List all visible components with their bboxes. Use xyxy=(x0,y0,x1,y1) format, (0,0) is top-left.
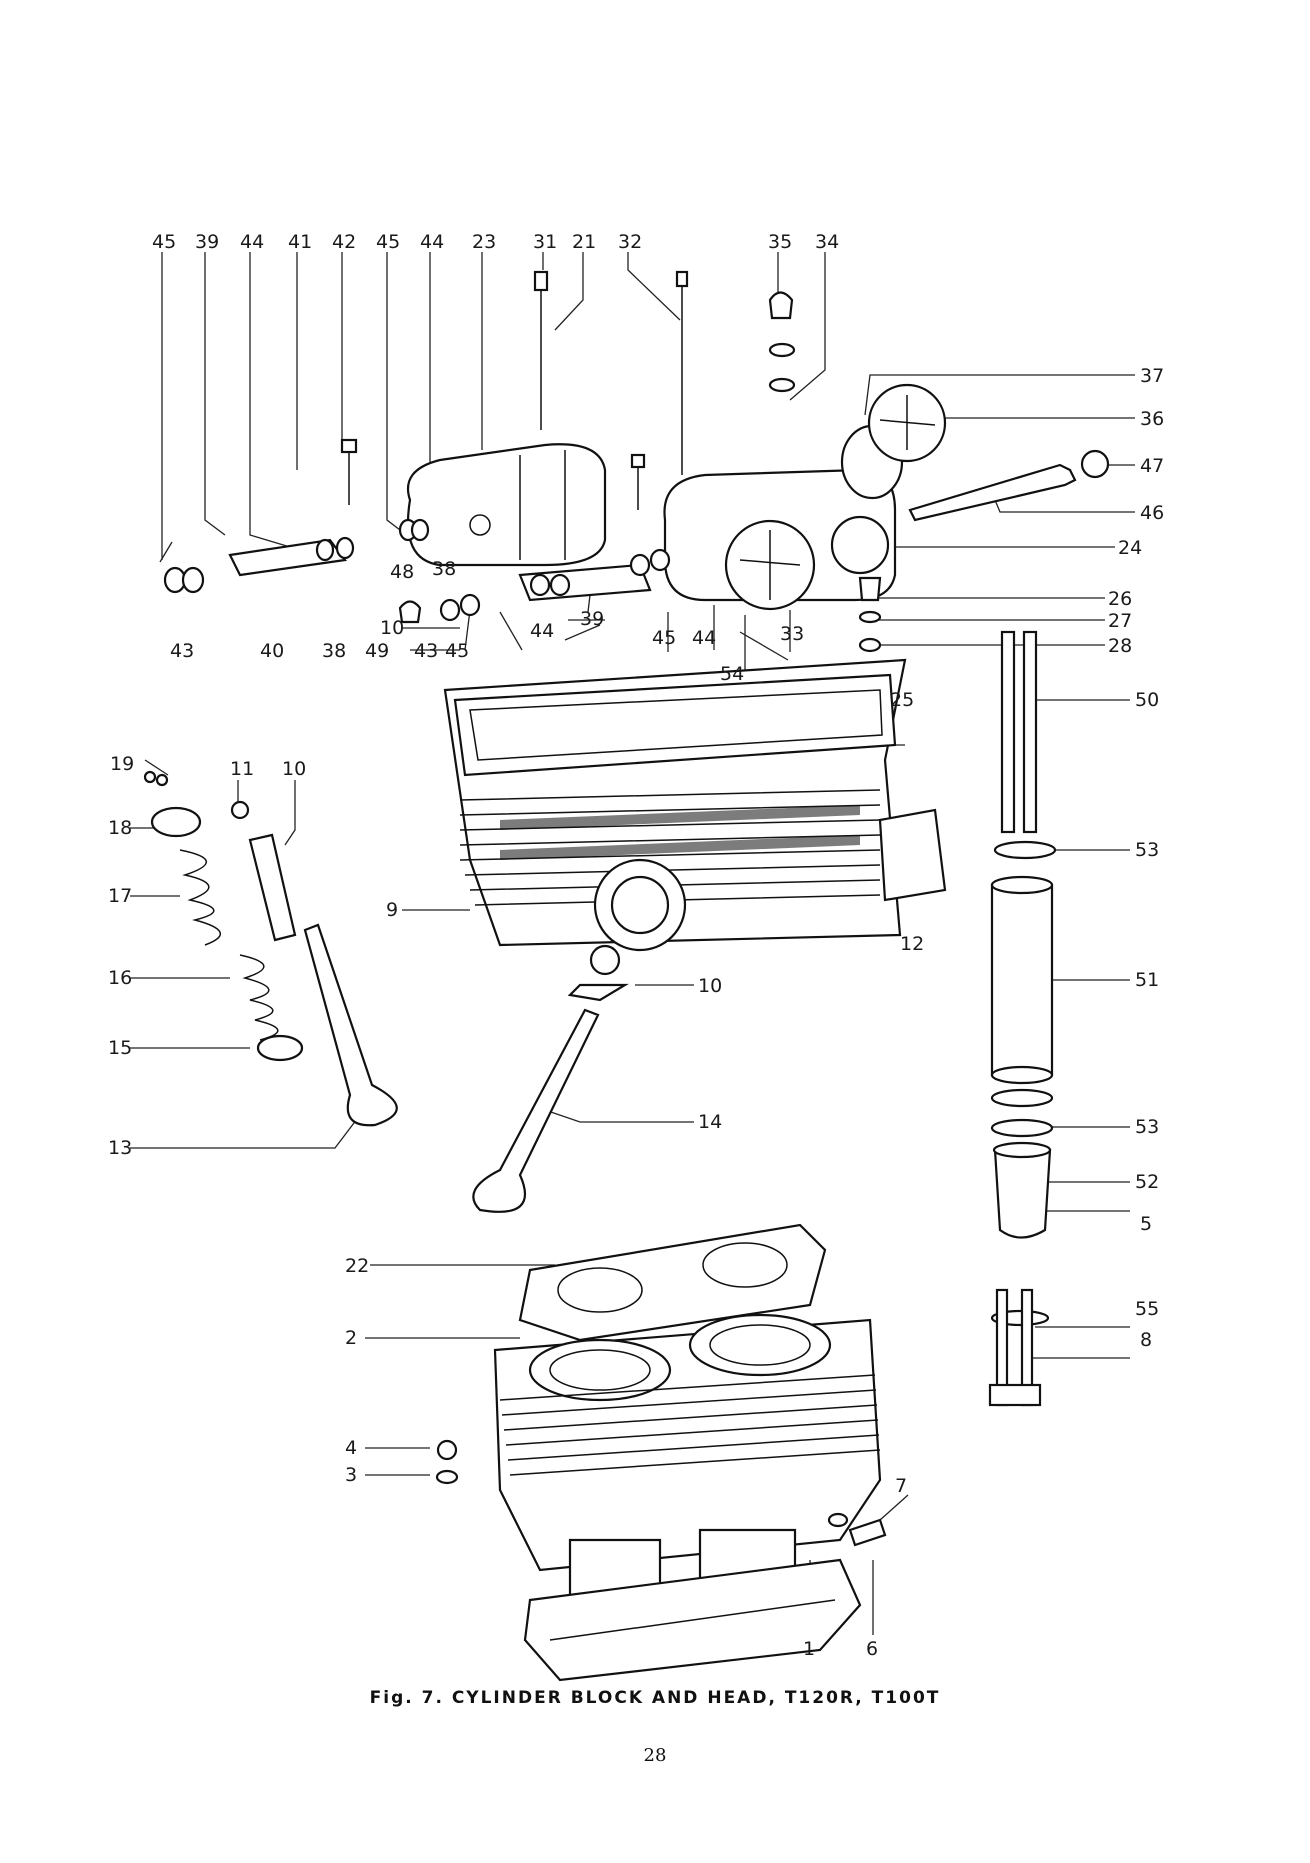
callout-labels: 45 39 44 41 42 45 44 23 31 21 32 35 34 3… xyxy=(108,231,1164,1660)
callout-label: 22 xyxy=(345,1255,369,1277)
callout-label: 36 xyxy=(1140,408,1164,430)
callout-label: 19 xyxy=(110,753,134,775)
callout-label: 7 xyxy=(895,1475,907,1497)
callout-label: 11 xyxy=(230,758,254,780)
callout-label: 34 xyxy=(815,231,839,253)
callout-label: 2 xyxy=(345,1327,357,1349)
callout-label: 39 xyxy=(580,608,604,630)
callout-label: 21 xyxy=(572,231,596,253)
callout-label: 17 xyxy=(108,885,132,907)
callout-label: 47 xyxy=(1140,455,1164,477)
callout-label: 44 xyxy=(530,620,554,642)
callout-label: 18 xyxy=(108,817,132,839)
callout-label: 44 xyxy=(692,627,716,649)
callout-label: 43 xyxy=(414,640,438,662)
callout-label: 12 xyxy=(900,933,924,955)
callout-label: 27 xyxy=(1108,610,1132,632)
callout-label: 53 xyxy=(1135,839,1159,861)
callout-label: 24 xyxy=(1118,537,1142,559)
callout-label: 5 xyxy=(1140,1213,1152,1235)
callout-label: 31 xyxy=(533,231,557,253)
callout-label: 26 xyxy=(1108,588,1132,610)
callout-label: 39 xyxy=(195,231,219,253)
callout-label: 38 xyxy=(432,558,456,580)
callout-label: 14 xyxy=(698,1111,722,1133)
callout-label: 6 xyxy=(866,1638,878,1660)
callout-label: 41 xyxy=(288,231,312,253)
callout-label: 35 xyxy=(768,231,792,253)
valve-gear xyxy=(143,770,629,1213)
rocker-boxes xyxy=(406,443,897,611)
callout-label: 46 xyxy=(1140,502,1164,524)
callout-label: 40 xyxy=(260,640,284,662)
callout-label: 4 xyxy=(345,1437,357,1459)
callout-label: 45 xyxy=(152,231,176,253)
callout-label: 52 xyxy=(1135,1171,1159,1193)
callout-label: 44 xyxy=(240,231,264,253)
oil-pipe xyxy=(908,463,1077,522)
head-gasket xyxy=(518,1223,827,1342)
callout-label: 8 xyxy=(1140,1329,1152,1351)
callout-label: 53 xyxy=(1135,1116,1159,1138)
callout-label: 42 xyxy=(332,231,356,253)
callout-label: 33 xyxy=(780,623,804,645)
callout-label: 45 xyxy=(445,640,469,662)
callout-label: 16 xyxy=(108,967,132,989)
callout-label: 10 xyxy=(380,617,404,639)
callout-label: 48 xyxy=(390,561,414,583)
figure-caption: Fig. 7. CYLINDER BLOCK AND HEAD, T120R, … xyxy=(369,1688,941,1708)
callout-label: 37 xyxy=(1140,365,1164,387)
callout-label: 55 xyxy=(1135,1298,1159,1320)
callout-label: 1 xyxy=(803,1638,815,1660)
callout-label: 10 xyxy=(282,758,306,780)
cylinder-block xyxy=(435,1313,887,1682)
callout-label: 54 xyxy=(720,663,744,685)
callout-label: 28 xyxy=(1108,635,1132,657)
studs-and-bolts xyxy=(340,270,882,653)
inspection-cap xyxy=(840,383,1110,500)
callout-label: 44 xyxy=(420,231,444,253)
callout-label: 10 xyxy=(698,975,722,997)
callout-label: 9 xyxy=(386,899,398,921)
callout-label: 32 xyxy=(618,231,642,253)
callout-label: 25 xyxy=(890,689,914,711)
callout-label: 51 xyxy=(1135,969,1159,991)
rocker-arms xyxy=(163,518,671,622)
callout-label: 43 xyxy=(170,640,194,662)
callout-label: 50 xyxy=(1135,689,1159,711)
page-number: 28 xyxy=(643,1745,667,1766)
callout-label: 45 xyxy=(652,627,676,649)
callout-label: 23 xyxy=(472,231,496,253)
pushrods-and-tappets xyxy=(988,630,1057,1407)
callout-label: 15 xyxy=(108,1037,132,1059)
callout-label: 3 xyxy=(345,1464,357,1486)
rocker-gasket xyxy=(453,673,897,777)
callout-label: 49 xyxy=(365,640,389,662)
callout-label: 38 xyxy=(322,640,346,662)
callout-label: 45 xyxy=(376,231,400,253)
callout-label: 13 xyxy=(108,1137,132,1159)
